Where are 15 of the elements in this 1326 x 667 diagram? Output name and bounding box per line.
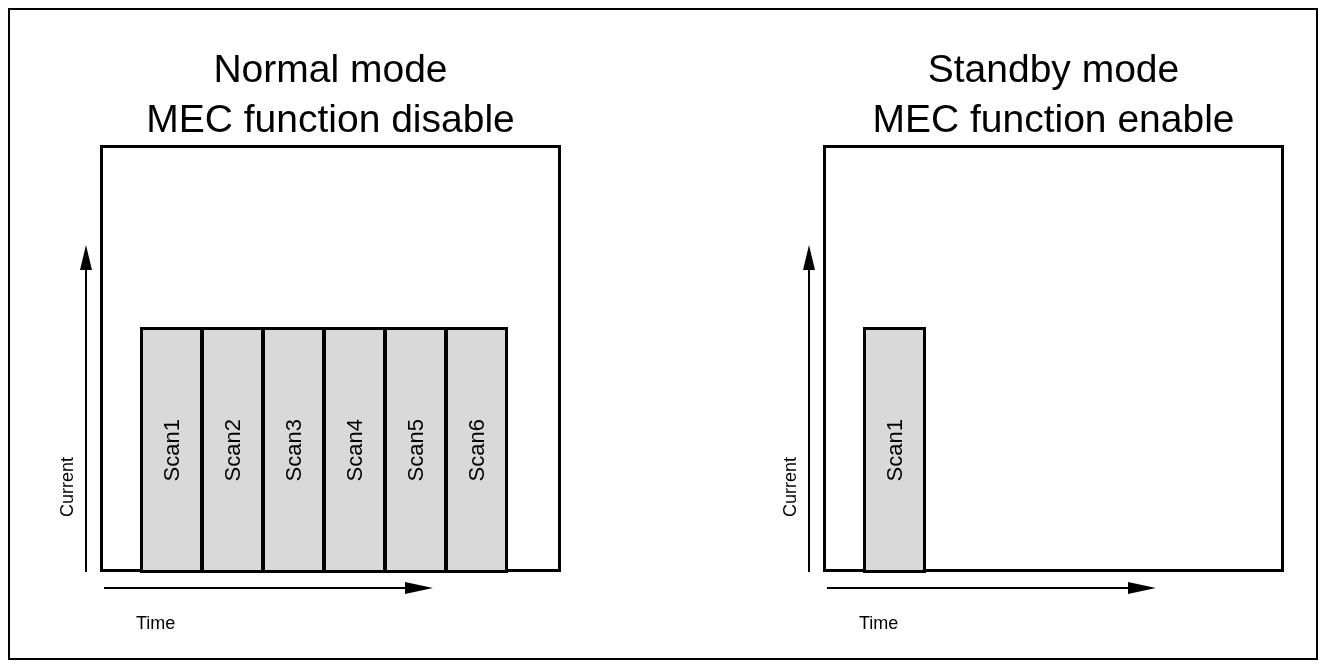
- scan-bar: Scan6: [445, 327, 508, 573]
- axis-label: Time: [859, 612, 899, 635]
- scan-bar: Scan1: [140, 327, 203, 573]
- axis-label: Current: [56, 457, 78, 518]
- scan-bar: Scan1: [863, 327, 926, 573]
- axis-label: Current: [779, 457, 801, 518]
- scan-bar: Scan4: [323, 327, 386, 573]
- panel-title: MEC function disable: [146, 96, 515, 142]
- scan-bar: Scan2: [201, 327, 264, 573]
- panel-title: MEC function enable: [872, 96, 1235, 142]
- panel-title: Standby mode: [927, 46, 1180, 92]
- scan-bar: Scan5: [384, 327, 447, 573]
- panel-title: Normal mode: [213, 46, 448, 92]
- axis-label: Time: [136, 612, 176, 635]
- scan-bar: Scan3: [262, 327, 325, 573]
